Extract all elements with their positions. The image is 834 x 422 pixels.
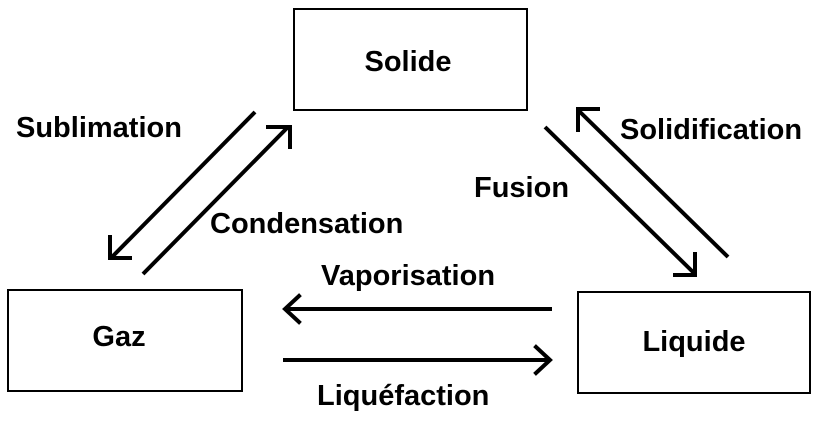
liquid-box bbox=[577, 291, 811, 394]
solidification-arrow bbox=[576, 107, 730, 259]
gas-box bbox=[7, 289, 243, 392]
condensation-arrowhead-icon bbox=[266, 125, 292, 149]
solid-box bbox=[293, 8, 528, 111]
fusion-arrow bbox=[543, 125, 697, 277]
fusion-label: Fusion bbox=[474, 172, 569, 204]
sublimation-arrowhead-icon bbox=[108, 235, 132, 260]
fusion-arrowhead-icon bbox=[673, 252, 697, 277]
solidification-label: Solidification bbox=[620, 114, 802, 146]
liquefaction-label: Liquéfaction bbox=[317, 380, 489, 412]
solid-node: Solide bbox=[293, 8, 528, 111]
sublimation-arrow bbox=[108, 110, 257, 260]
vaporisation-arrowhead-icon bbox=[282, 293, 302, 325]
gas-label: Gaz bbox=[92, 321, 145, 353]
condensation-label: Condensation bbox=[210, 208, 403, 240]
liquefaction-arrow bbox=[283, 344, 553, 376]
liquid-node: Liquide bbox=[577, 291, 811, 394]
solid-label: Solide bbox=[364, 46, 451, 78]
gas-node: Gaz bbox=[7, 289, 243, 392]
vaporisation-label: Vaporisation bbox=[321, 260, 495, 292]
liquefaction-arrowhead-icon bbox=[533, 344, 553, 376]
condensation-arrow bbox=[141, 125, 292, 276]
liquid-label: Liquide bbox=[642, 326, 745, 358]
vaporisation-arrow bbox=[282, 293, 552, 325]
sublimation-label: Sublimation bbox=[16, 112, 182, 144]
solidification-arrowhead-icon bbox=[576, 107, 600, 132]
